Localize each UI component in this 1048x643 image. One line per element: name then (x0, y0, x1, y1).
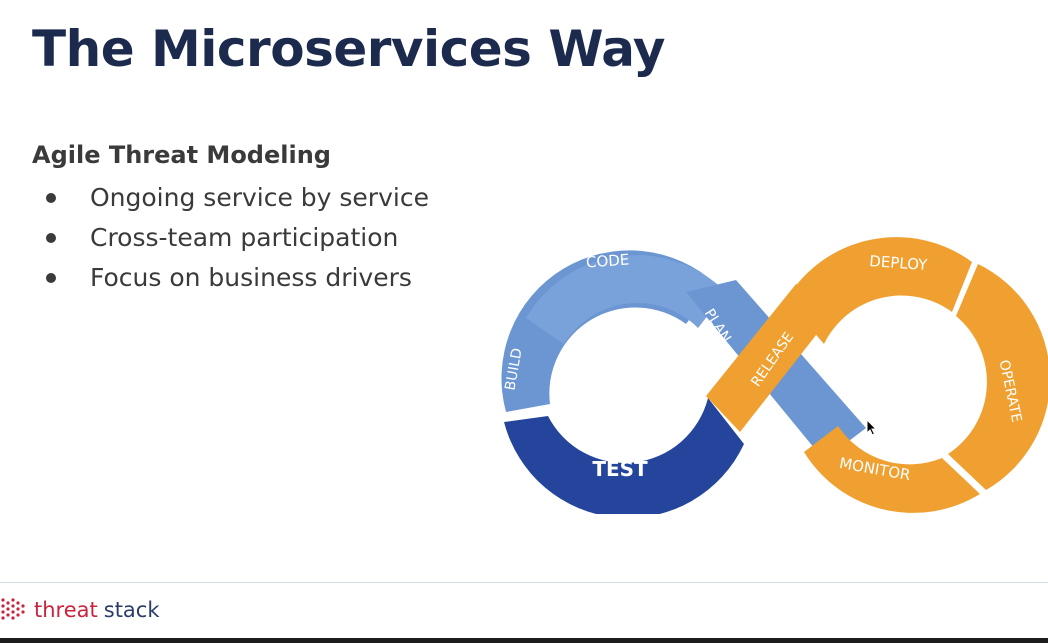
bullet-text: Cross-team participation (90, 223, 399, 252)
code-label: CODE (585, 251, 629, 272)
deploy-label: DEPLOY (869, 252, 929, 274)
bottom-edge-bar (0, 638, 1048, 643)
mouse-cursor-icon (866, 419, 878, 436)
build-label: BUILD (502, 347, 525, 392)
deploy-segment (786, 237, 972, 344)
code-segment (526, 255, 726, 344)
logo-word-threat: threat (34, 598, 98, 622)
test-segment (504, 398, 744, 514)
threat-stack-logo-mark-icon (1, 598, 25, 620)
threat-stack-logo: threat stack (0, 596, 160, 624)
slide-subtitle: Agile Threat Modeling (32, 141, 331, 169)
bullet-item: Focus on business drivers (42, 258, 429, 298)
logo-word-stack: stack (103, 598, 160, 622)
devops-infinity-diagram: CODE PLAN BUILD TEST RELEASE DEPLOY OPER… (501, 237, 1048, 514)
bullet-item: Ongoing service by service (42, 178, 429, 218)
bullet-list: Ongoing service by service Cross-team pa… (42, 178, 429, 298)
bullet-text: Ongoing service by service (90, 183, 429, 212)
bullet-item: Cross-team participation (42, 218, 429, 258)
slide-title: The Microservices Way (32, 20, 666, 78)
footer-divider (0, 582, 1048, 583)
operate-segment (948, 264, 1048, 490)
release-segment (706, 284, 842, 432)
bullet-dot-icon (46, 233, 56, 243)
logo-wordmark: threat stack (34, 598, 160, 622)
test-label: TEST (592, 457, 648, 481)
bullet-dot-icon (46, 273, 56, 283)
bullet-dot-icon (46, 193, 56, 203)
bullet-text: Focus on business drivers (90, 263, 412, 292)
monitor-segment (804, 426, 980, 513)
